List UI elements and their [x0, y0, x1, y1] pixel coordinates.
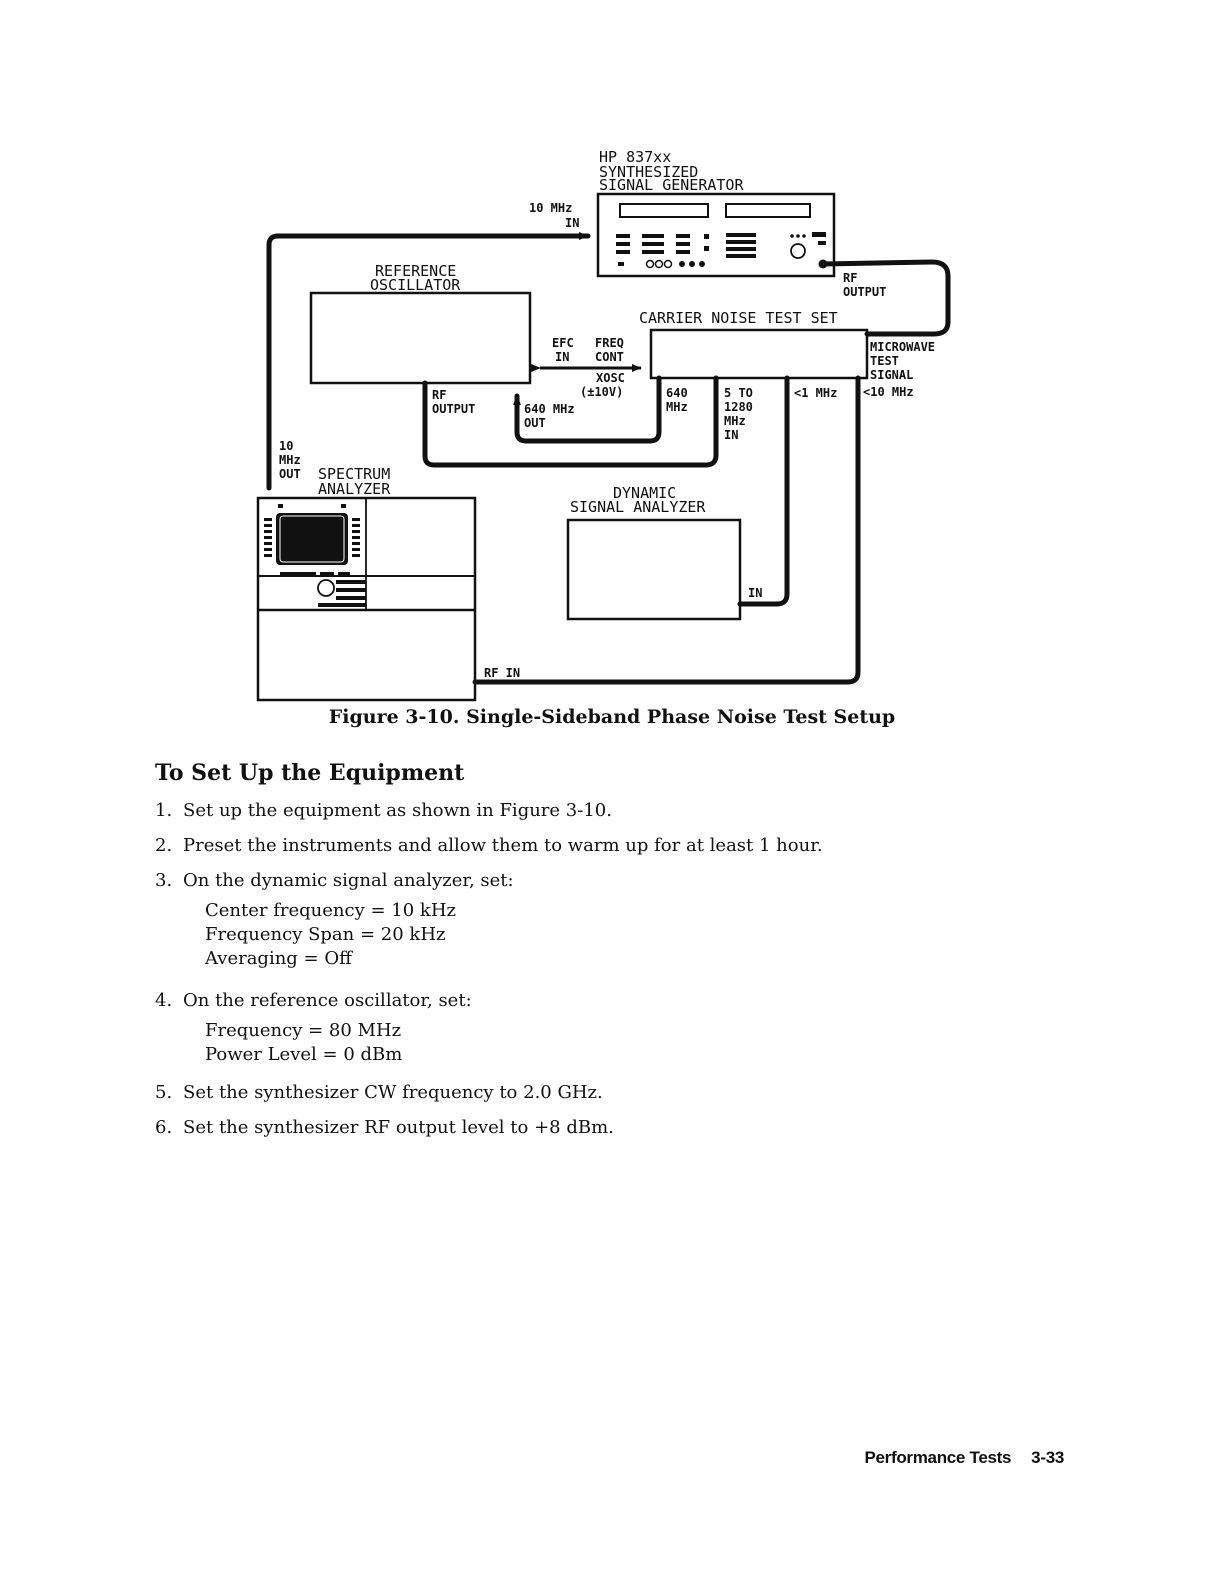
cable-lt1mhz-dsa [737, 375, 790, 607]
dynamic-signal-analyzer-label-1: DYNAMIC [613, 484, 676, 502]
spectrum-analyzer [256, 496, 477, 702]
to-1280-label-1: 5 TO [724, 386, 753, 400]
out-10mhz-label-3: OUT [279, 467, 301, 481]
rf-in-label: RF IN [484, 666, 520, 680]
rf-output-gen-label-2: OUTPUT [843, 285, 886, 299]
to-1280-label-2: 1280 [724, 400, 753, 414]
setting-line: Frequency Span = 20 kHz [205, 924, 446, 945]
to-1280-label-4: IN [724, 428, 738, 442]
step-number: 4. [155, 990, 173, 1011]
signal-generator-label-1: HP 837xx [599, 148, 671, 166]
mhz640-out-label-2: OUT [524, 416, 546, 430]
figure-caption-text: Figure 3-10. Single-Sideband Phase Noise… [328, 706, 896, 728]
in-10mhz-label-1: 10 MHz [529, 201, 572, 215]
step-1: 1. Set up the equipment as shown in Figur… [155, 800, 1055, 835]
footer-section: Performance Tests [864, 1448, 1012, 1467]
microwave-label-3: SIGNAL [870, 368, 913, 382]
mhz640-label-1: 640 [666, 386, 688, 400]
microwave-label-4: <10 MHz [863, 385, 914, 399]
step-number: 1. [155, 800, 173, 821]
xosc-label-1: XOSC [596, 371, 625, 385]
spectrum-analyzer-label-1: SPECTRUM [318, 465, 390, 483]
footer-page-number: 3-33 [1031, 1448, 1064, 1467]
step-6: 6. Set the synthesizer RF output level to… [155, 1117, 1055, 1152]
step-text: Set the synthesizer RF output level to +… [183, 1117, 614, 1138]
reference-oscillator-box [309, 291, 532, 385]
step-number: 3. [155, 870, 173, 891]
signal-generator-label-2: SYNTHESIZED [599, 163, 698, 181]
cable-10mhz-reference [266, 232, 591, 491]
cable-640mhz [513, 375, 662, 444]
step-5: 5. Set the synthesizer CW frequency to 2.… [155, 1082, 1055, 1117]
freq-cont-label-2: CONT [595, 350, 624, 364]
step-text: Set up the equipment as shown in Figure … [183, 800, 612, 821]
mhz640-label-2: MHz [666, 400, 688, 414]
reference-oscillator-label-2: OSCILLATOR [370, 276, 461, 294]
dsa-in-label: IN [748, 586, 762, 600]
dynamic-signal-analyzer-label-2: SIGNAL ANALYZER [570, 498, 706, 516]
step-4: 4. On the reference oscillator, set: Freq… [155, 990, 1055, 1082]
step-text: On the dynamic signal analyzer, set: [183, 870, 514, 891]
out-10mhz-label-1: 10 [279, 439, 293, 453]
step-settings: Frequency = 80 MHz Power Level = 0 dBm [205, 1019, 1055, 1067]
microwave-label-1: MICROWAVE [870, 340, 935, 354]
figure-caption: Figure 3-10. Single-Sideband Phase Noise… [0, 706, 1224, 728]
efc-in-label-2: IN [555, 350, 569, 364]
rf-output-gen-label-1: RF [843, 271, 857, 285]
xosc-label-2: (±10V) [580, 385, 623, 399]
cable-lt10mhz-rf-in [472, 375, 861, 685]
freq-cont-label-1: FREQ [595, 336, 624, 350]
out-10mhz-label-2: MHz [279, 453, 301, 467]
page-footer: Performance Tests 3-33 [864, 1448, 1064, 1468]
setting-line: Averaging = Off [205, 948, 352, 969]
step-settings: Center frequency = 10 kHz Frequency Span… [205, 899, 1055, 971]
setting-line: Frequency = 80 MHz [205, 1020, 402, 1041]
spectrum-analyzer-label-2: ANALYZER [318, 480, 391, 498]
step-number: 5. [155, 1082, 173, 1103]
microwave-label-2: TEST [870, 354, 899, 368]
in-10mhz-label-2: IN [565, 216, 579, 230]
step-text: Preset the instruments and allow them to… [183, 835, 823, 856]
step-2: 2. Preset the instruments and allow them … [155, 835, 1055, 870]
carrier-noise-test-set-box [649, 328, 869, 380]
step-number: 2. [155, 835, 173, 856]
cable-rf-output-microwave [820, 259, 951, 337]
to-1280-label-3: MHz [724, 414, 746, 428]
rf-output-ref-label-1: RF [432, 388, 446, 402]
step-text: On the reference oscillator, set: [183, 990, 472, 1011]
rf-output-ref-label-2: OUTPUT [432, 402, 475, 416]
efc-in-label-1: EFC [552, 336, 574, 350]
setting-line: Center frequency = 10 kHz [205, 900, 456, 921]
dynamic-signal-analyzer-box [566, 518, 742, 621]
lt1mhz-label: <1 MHz [794, 386, 837, 400]
setup-steps-list: 1. Set up the equipment as shown in Figur… [155, 800, 1055, 1152]
section-title: To Set Up the Equipment [155, 760, 465, 786]
test-setup-diagram: HP 837xx SYNTHESIZED SIGNAL GENERATOR RE… [256, 148, 951, 702]
step-number: 6. [155, 1117, 173, 1138]
signal-generator [596, 192, 836, 278]
cable-ref-rf-output [422, 375, 719, 468]
setting-line: Power Level = 0 dBm [205, 1044, 403, 1065]
signal-generator-label-3: SIGNAL GENERATOR [599, 176, 744, 194]
step-3: 3. On the dynamic signal analyzer, set: C… [155, 870, 1055, 990]
carrier-noise-test-set-label: CARRIER NOISE TEST SET [639, 309, 838, 327]
reference-oscillator-label-1: REFERENCE [375, 262, 456, 280]
mhz640-out-label-1: 640 MHz [524, 402, 575, 416]
step-text: Set the synthesizer CW frequency to 2.0 … [183, 1082, 603, 1103]
